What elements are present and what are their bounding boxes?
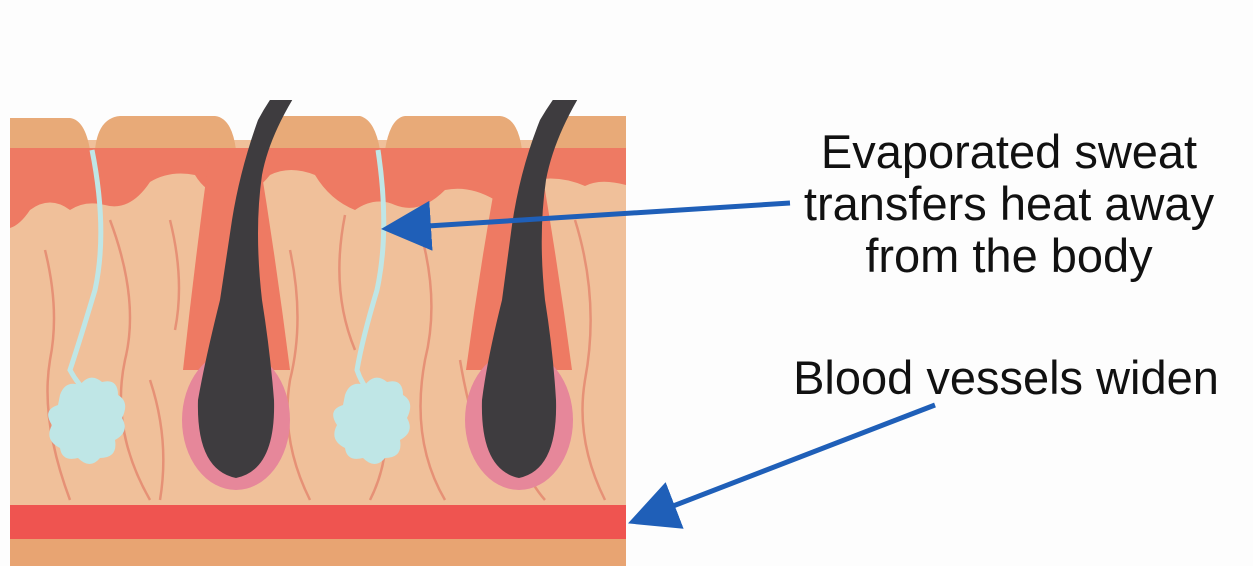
blood-vessel-band — [10, 505, 626, 539]
sweat-label: Evaporated sweat transfers heat away fro… — [770, 126, 1248, 282]
sweat-label-line-3: from the body — [770, 230, 1248, 282]
skin-block — [10, 15, 640, 566]
blood-vessels-label: Blood vessels widen — [760, 352, 1252, 404]
sweat-label-line-2: transfers heat away — [770, 178, 1248, 230]
fat-layer — [10, 539, 626, 566]
blood-arrow — [642, 405, 935, 518]
sweat-label-line-1: Evaporated sweat — [770, 126, 1248, 178]
